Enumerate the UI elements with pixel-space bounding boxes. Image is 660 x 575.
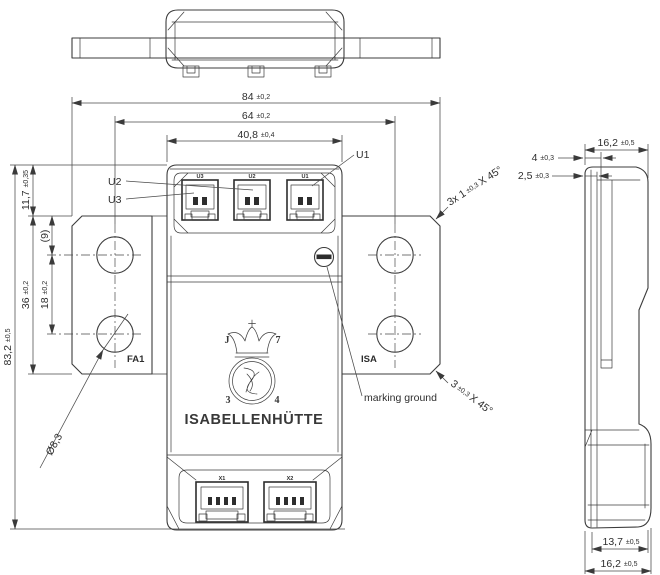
dim-overall-width-text: 84±0,2 [242, 91, 270, 103]
hole-centerlines [47, 224, 421, 368]
dim-tab-height-text: 36±0,2 [20, 281, 32, 309]
dim-hole-spacing-text: 64±0,2 [242, 110, 270, 122]
front-view: U3 U2 U1 X1 [47, 164, 441, 531]
dim-hole-diameter-text: Ø8,3 [44, 432, 66, 458]
top-view [71, 9, 441, 78]
dim-top-offset: 11,7±0,35 [20, 164, 72, 217]
logo-char-7: 7 [276, 335, 281, 346]
left-tab [71, 215, 153, 375]
marking-ground-screw [313, 246, 335, 268]
connector-u1-print: U1 [301, 174, 308, 180]
callout-u2-text: U2 [108, 176, 122, 188]
logo-char-j: J [225, 335, 230, 346]
busbar-segment-lines [79, 37, 433, 59]
left-tab-join [151, 215, 168, 375]
dim-hole-ref: (9) [39, 215, 55, 256]
connector-x1-print: X1 [219, 476, 226, 482]
connector-u3: U3 [181, 174, 219, 221]
dim-side-rib-offset-text: 4±0,3 [532, 152, 555, 164]
dim-side-top-width-text: 16,2±0,5 [597, 137, 634, 149]
dim-body-width: 40,8±0,4 [166, 129, 343, 162]
side-view [584, 166, 652, 529]
connector-u2: U2 [233, 174, 271, 221]
top-bay [173, 172, 336, 234]
dim-hole-pitch: 18±0,2 [39, 254, 55, 335]
dim-hole-pitch-text: 18±0,2 [39, 281, 51, 309]
enclosure-top-view [165, 9, 345, 69]
dim-hole-spacing: 64±0,2 [114, 110, 396, 224]
logo-char-4: 4 [275, 395, 280, 406]
dim-overall-height: 83,2±0,5 [2, 164, 345, 530]
dim-side-wall-offset: 2,5±0,3 [518, 170, 612, 182]
callout-u2: U2 [108, 176, 254, 191]
connector-x2: X2 [263, 476, 317, 523]
dim-side-rib-offset: 4±0,3 [532, 152, 616, 180]
connector-x2-print: X2 [287, 476, 294, 482]
side-outline [584, 166, 652, 529]
mounting-holes [47, 224, 421, 368]
connector-u2-print: U2 [248, 174, 255, 180]
side-view-dimensions: 16,2±0,5 4±0,3 2,5±0,3 13,7±0,5 16,2±0,5 [518, 137, 652, 574]
dim-top-offset-text: 11,7±0,35 [20, 170, 32, 210]
side-inner-lines [584, 169, 650, 528]
dim-side-bottom-width-text: 16,2±0,5 [600, 558, 637, 570]
callout-marking-ground: marking ground [326, 266, 437, 404]
dim-side-top-width: 16,2±0,5 [584, 137, 649, 178]
label-fa1: FA1 [127, 354, 145, 365]
callout-u1: U1 [311, 149, 370, 187]
annotation-chamfer-bottom: 3±0,3X 45° [435, 370, 495, 417]
callout-u3: U3 [108, 192, 195, 206]
dim-side-bottom-width: 16,2±0,5 [584, 528, 652, 574]
enclosure-lid-lines [167, 11, 343, 67]
enclosure-clips [182, 65, 332, 78]
dim-side-wall-offset-text: 2,5±0,3 [518, 170, 549, 182]
dim-overall-height-text: 83,2±0,5 [2, 328, 14, 365]
bottom-bay [166, 454, 343, 530]
callout-u1-text: U1 [356, 149, 370, 161]
connector-u3-print: U3 [196, 174, 203, 180]
annotation-chamfer-bottom-text: 3±0,3X 45° [448, 378, 495, 417]
busbar-top-view [71, 37, 441, 59]
dim-hole-ref-text: (9) [39, 230, 51, 243]
dim-side-bottom-inner-width: 13,7±0,5 [591, 530, 649, 553]
label-isa: ISA [361, 354, 377, 365]
annotation-chamfer-top: 3x 1±0,3X 45° [435, 164, 505, 220]
dim-side-bottom-inner-width-text: 13,7±0,5 [602, 536, 639, 548]
right-tab [341, 215, 441, 375]
dim-tab-height: 36±0,2 [20, 215, 72, 375]
annotation-chamfer-top-text: 3x 1±0,3X 45° [445, 164, 505, 209]
body-mid-lines [166, 235, 343, 453]
dim-overall-width: 84±0,2 [71, 91, 441, 216]
callout-u3-text: U3 [108, 194, 122, 206]
callout-marking-ground-text: marking ground [364, 392, 437, 404]
brand-name: ISABELLENHÜTTE [185, 411, 324, 428]
dim-body-width-text: 40,8±0,4 [237, 129, 274, 141]
dim-hole-diameter: Ø8,3 [39, 313, 129, 469]
brand-logo: J 7 3 4 [225, 319, 281, 406]
front-view-dimensions: 84±0,2 64±0,2 40,8±0,4 83,2±0,5 11,7±0,3… [2, 91, 505, 530]
logo-char-3: 3 [226, 395, 231, 406]
body-outline [166, 164, 343, 531]
connector-u1: U1 [286, 174, 324, 221]
connector-x1: X1 [195, 476, 249, 523]
